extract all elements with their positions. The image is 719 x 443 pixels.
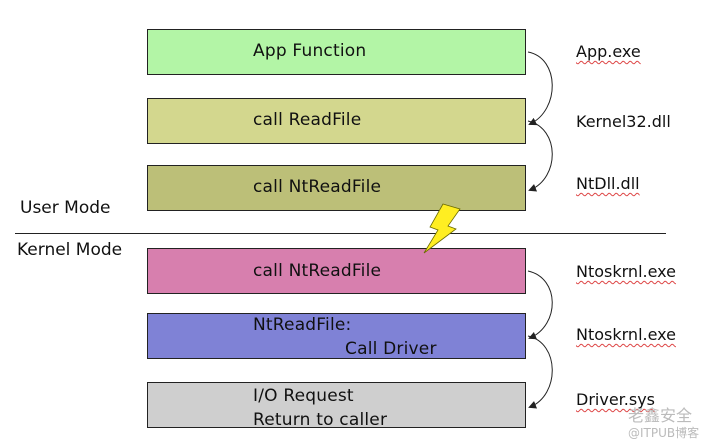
arrow-ntoskrnl-to-driver [527, 335, 553, 409]
module-label-driver-sys: Driver.sys [576, 390, 655, 409]
box-call-ntreadfile-kernel: call NtReadFile [147, 248, 526, 294]
module-label-ntoskrnl-1: Ntoskrnl.exe [576, 262, 676, 281]
watermark-text: 老鑫安全 [628, 406, 693, 425]
box-text-line1: NtReadFile: [253, 315, 352, 335]
watermark-source: @ITPUB博客 [628, 426, 700, 440]
box-text: App Function [253, 41, 367, 61]
mode-divider-line [15, 233, 666, 234]
box-app-function: App Function [147, 29, 526, 75]
box-text: call NtReadFile [253, 261, 382, 281]
arrow-ntoskrnl-to-ntoskrnl [527, 270, 553, 340]
module-label-ntdll: NtDll.dll [576, 174, 640, 193]
box-call-ntreadfile-user: call NtReadFile [147, 165, 526, 211]
user-mode-label: User Mode [20, 198, 111, 218]
module-label-ntoskrnl-2: Ntoskrnl.exe [576, 325, 676, 344]
box-io-request: I/O Request Return to caller [147, 382, 526, 430]
lightning-bolt-icon [423, 203, 461, 254]
box-text: call ReadFile [253, 110, 362, 130]
arrow-kernel32-to-ntdll [527, 120, 553, 192]
module-label-kernel32: Kernel32.dll [576, 112, 671, 131]
kernel-mode-label: Kernel Mode [17, 240, 123, 260]
box-text-line2: Return to caller [253, 410, 388, 430]
module-label-app-exe: App.exe [576, 42, 641, 61]
box-text-line1: I/O Request [253, 386, 354, 406]
box-text-line2: Call Driver [345, 339, 437, 359]
box-ntreadfile-call-driver: NtReadFile: Call Driver [147, 313, 526, 359]
arrow-app-to-kernel32 [527, 51, 553, 126]
box-text: call NtReadFile [253, 177, 382, 197]
box-call-readfile: call ReadFile [147, 98, 526, 144]
